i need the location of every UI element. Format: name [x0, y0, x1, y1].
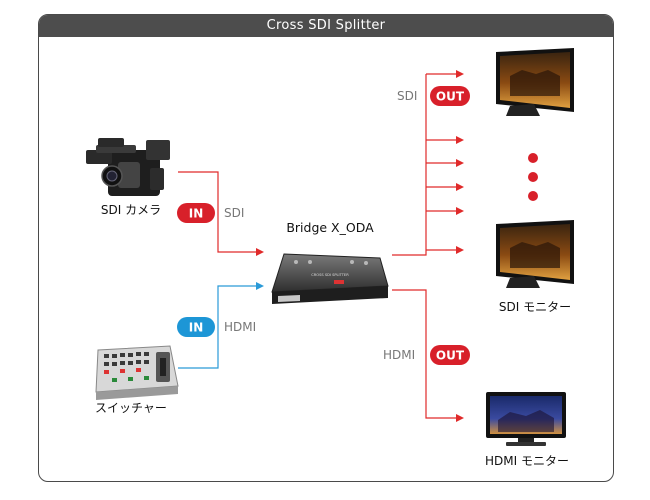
sdi-out-badge-text: OUT — [436, 90, 465, 104]
sdi-in-badge-text: IN — [189, 207, 204, 221]
switcher-icon — [95, 345, 179, 400]
sdi-monitor-top-icon — [496, 48, 574, 116]
hdmi-monitor-label: HDMI モニター — [485, 454, 569, 468]
switcher-label: スイッチャー — [95, 401, 167, 415]
sdi-in-badge: IN — [177, 203, 215, 223]
sdi-output-signal-label: SDI — [397, 89, 417, 103]
sdi-monitor-bottom-icon — [496, 220, 574, 288]
sdi-input-signal-label: SDI — [224, 206, 244, 220]
device-label: Bridge X_ODA — [286, 220, 374, 235]
hdmi-output-line — [392, 289, 464, 422]
bridge-x-oda-device: CROSS SDI SPLITTER — [271, 253, 389, 304]
sdi-camera-icon — [86, 138, 170, 196]
hdmi-out-badge-text: OUT — [436, 349, 465, 363]
hdmi-out-badge: OUT — [430, 345, 470, 365]
hdmi-output-signal-label: HDMI — [383, 348, 415, 362]
sdi-input-line — [178, 171, 264, 256]
hdmi-in-badge: IN — [177, 317, 215, 337]
hdmi-in-badge-text: IN — [189, 321, 204, 335]
hdmi-monitor-icon — [486, 392, 566, 446]
ellipsis-dots — [528, 153, 538, 201]
diagram-title: Cross SDI Splitter — [39, 15, 613, 37]
sdi-monitor-label: SDI モニター — [499, 300, 571, 314]
sdi-out-badge: OUT — [430, 86, 470, 106]
sdi-camera-label: SDI カメラ — [101, 203, 161, 217]
hdmi-input-signal-label: HDMI — [224, 320, 256, 334]
sdi-output-lines — [392, 70, 464, 256]
device-panel-text: CROSS SDI SPLITTER — [311, 273, 349, 277]
hdmi-input-line — [178, 282, 264, 369]
